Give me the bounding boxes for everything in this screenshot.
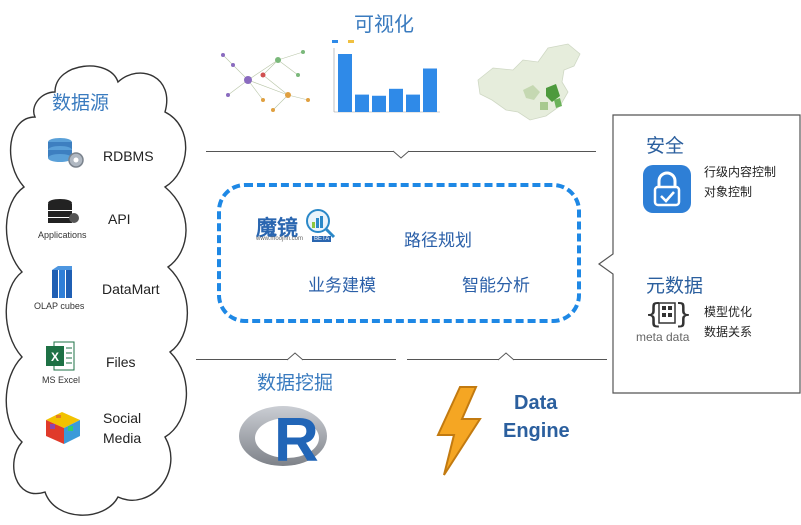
center-platform-box [217, 183, 581, 323]
database-applications-icon [48, 199, 79, 223]
data-source-cloud [5, 65, 188, 516]
mini-bar [423, 68, 437, 112]
business-modeling-label: 业务建模 [308, 276, 376, 296]
metadata-icon-label: meta data [636, 330, 690, 344]
source-sublabel-applications: Applications [38, 230, 87, 240]
security-line-1: 行级内容控制 [704, 165, 777, 179]
metadata-title: 元数据 [646, 275, 704, 297]
source-label-api: API [108, 211, 131, 227]
route-planning-label: 路径规划 [404, 231, 472, 251]
security-title: 安全 [646, 135, 685, 157]
r-logo-letter: R [274, 406, 319, 475]
mini-legend-swatch [348, 40, 354, 43]
source-label-social-media: Social Media [103, 410, 142, 446]
mini-bar [355, 94, 369, 112]
mini-legend-swatch [332, 40, 338, 43]
right-panel-frame [597, 114, 801, 394]
source-label-rdbms: RDBMS [103, 148, 154, 164]
top-divider-notch [393, 150, 409, 159]
lock-icon [643, 165, 691, 213]
source-sublabel-olap: OLAP cubes [34, 301, 85, 311]
data-mining-title: 数据挖掘 [257, 372, 334, 394]
metadata-line-1: 模型优化 [704, 305, 753, 319]
svg-text:{: { [645, 297, 662, 329]
network-graph-thumbnail [221, 50, 310, 112]
bottom-divider-right-notch [498, 352, 514, 361]
metadata-line-2: 数据关系 [704, 325, 753, 339]
data-engine-line1: Data [514, 392, 558, 414]
social-media-cube-icon [46, 412, 80, 444]
magnifier-chart-icon [306, 209, 336, 239]
beta-badge: BETA [312, 236, 332, 242]
lightning-bolt-icon [436, 386, 482, 476]
mini-bar [389, 88, 403, 112]
security-line-2: 对象控制 [704, 185, 753, 199]
data-source-title: 数据源 [52, 92, 110, 114]
china-map-thumbnail [477, 43, 581, 121]
database-gear-icon [48, 138, 84, 168]
metadata-brackets-icon: { } [645, 297, 689, 329]
olap-cubes-icon [52, 266, 72, 298]
bar-chart-thumbnail [332, 40, 440, 113]
mini-bar [338, 54, 352, 112]
source-label-files: Files [106, 354, 136, 370]
visualization-title: 可视化 [354, 12, 414, 36]
moojnn-logo-url: www.moojnn.com [256, 236, 304, 242]
mini-bar [372, 95, 386, 112]
source-label-datamart: DataMart [102, 281, 160, 297]
source-sublabel-excel: MS Excel [42, 375, 81, 385]
smart-analysis-label: 智能分析 [462, 276, 530, 296]
excel-icon: X [46, 341, 75, 371]
svg-text:X: X [51, 350, 59, 364]
r-language-logo [239, 406, 327, 466]
bottom-divider-left-notch [287, 352, 303, 361]
svg-text:}: } [675, 297, 689, 329]
moojnn-logo-text: 魔镜 [256, 216, 298, 240]
mini-bar [406, 94, 420, 112]
data-engine-line2: Engine [503, 420, 570, 442]
